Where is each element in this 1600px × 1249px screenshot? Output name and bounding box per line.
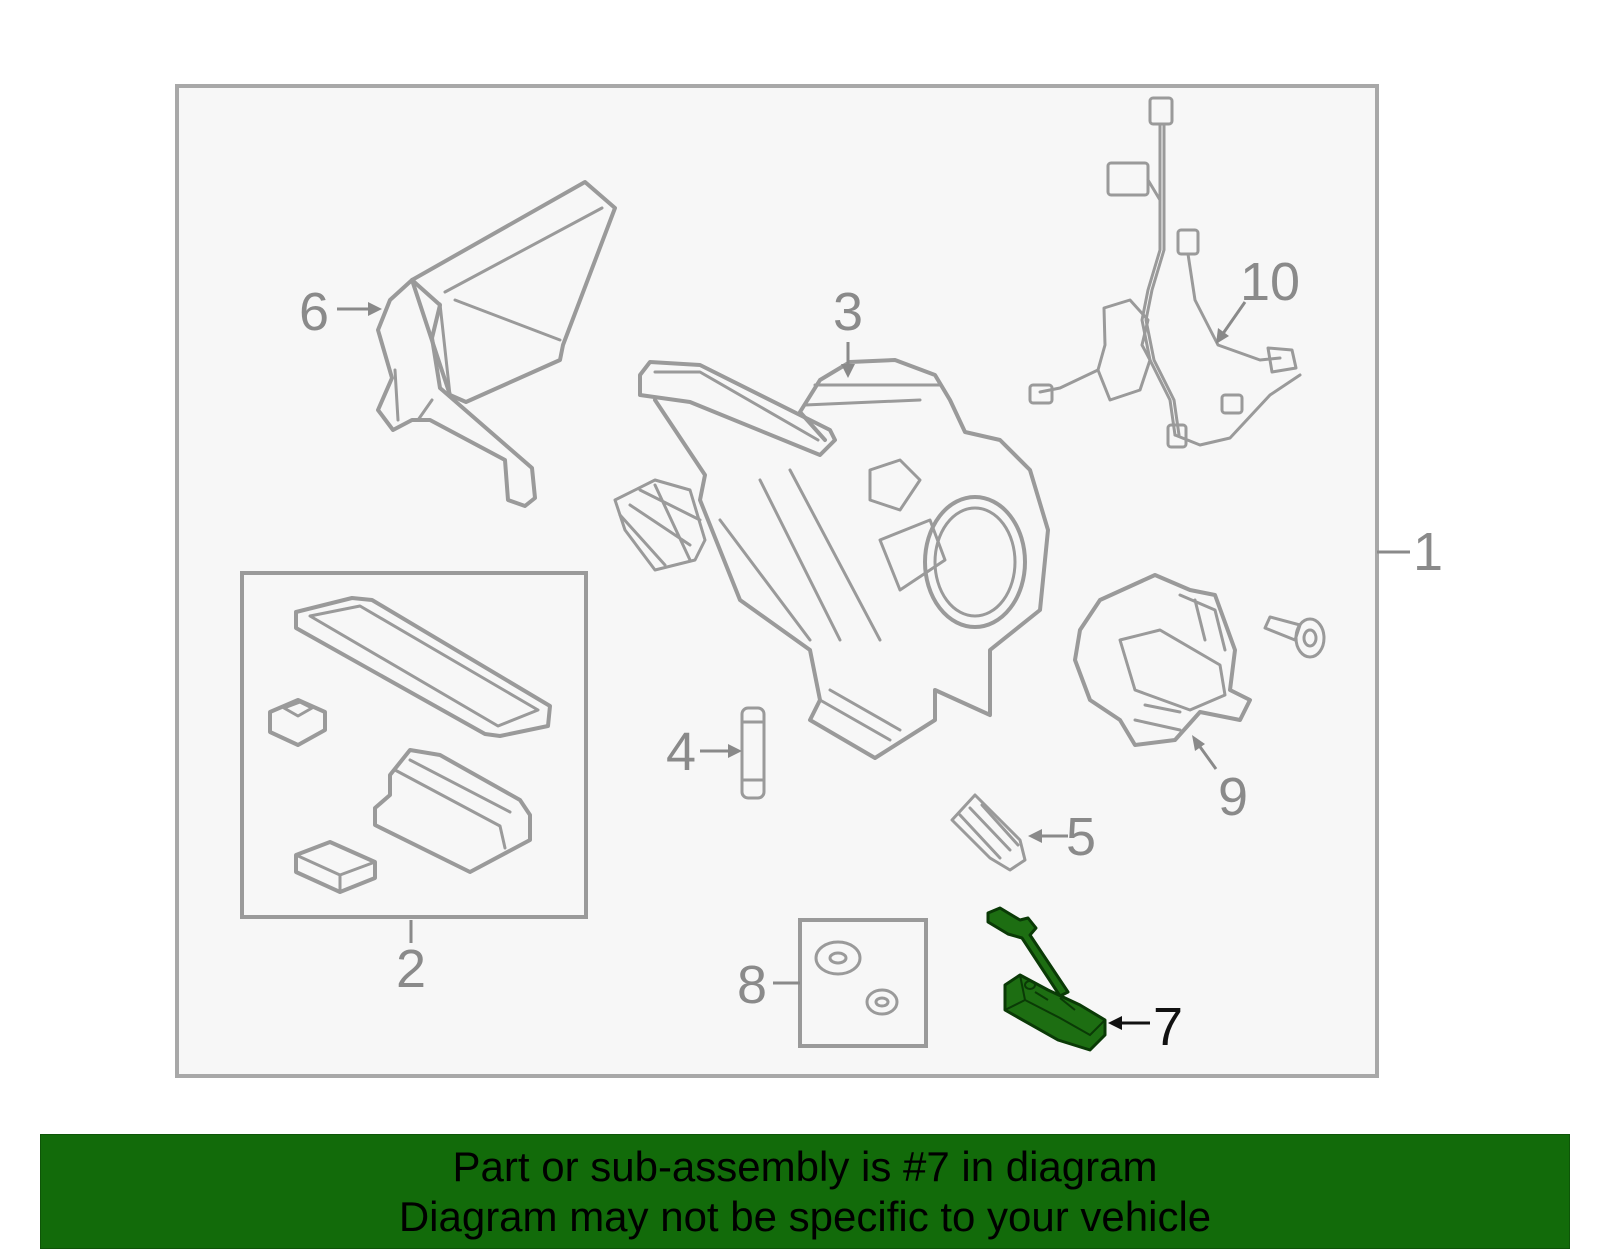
part-9-blower-motor[interactable]: [1073, 573, 1252, 747]
callout-6: 6: [299, 282, 329, 342]
callout-5: 5: [1066, 807, 1096, 867]
banner-line-2: Diagram may not be specific to your vehi…: [398, 1192, 1212, 1240]
part-4-plug[interactable]: [740, 706, 766, 800]
callout-4: 4: [666, 722, 696, 782]
part-9-screw[interactable]: [1263, 615, 1326, 659]
part-10-wiring-harness[interactable]: [1028, 96, 1302, 449]
callout-10-leader: [1220, 301, 1247, 336]
callout-9-leader: [1196, 743, 1218, 770]
part-7-temperature-sensor[interactable]: [986, 906, 1107, 1052]
banner-line-1: Part or sub-assembly is #7 in diagram: [452, 1142, 1158, 1190]
part-2-group-box[interactable]: [240, 571, 588, 919]
callout-2: 2: [396, 939, 426, 999]
part-5-resistor[interactable]: [950, 793, 1027, 872]
part-3-heater-case[interactable]: [613, 358, 1050, 760]
callout-9: 9: [1218, 767, 1248, 827]
parts-diagram: 1 2 3 4 5 6 7 8 9 10: [175, 84, 1443, 1078]
callout-10: 10: [1240, 252, 1300, 312]
part-6-evaporator-core[interactable]: [376, 180, 617, 508]
part-8-seals: [814, 940, 899, 1016]
info-banner: Part or sub-assembly is #7 in diagram Di…: [40, 1134, 1570, 1249]
callout-1: 1: [1413, 522, 1443, 582]
callout-3: 3: [833, 282, 863, 342]
part-2-components: [268, 596, 552, 894]
callout-7: 7: [1153, 997, 1183, 1057]
callout-8: 8: [737, 955, 767, 1015]
